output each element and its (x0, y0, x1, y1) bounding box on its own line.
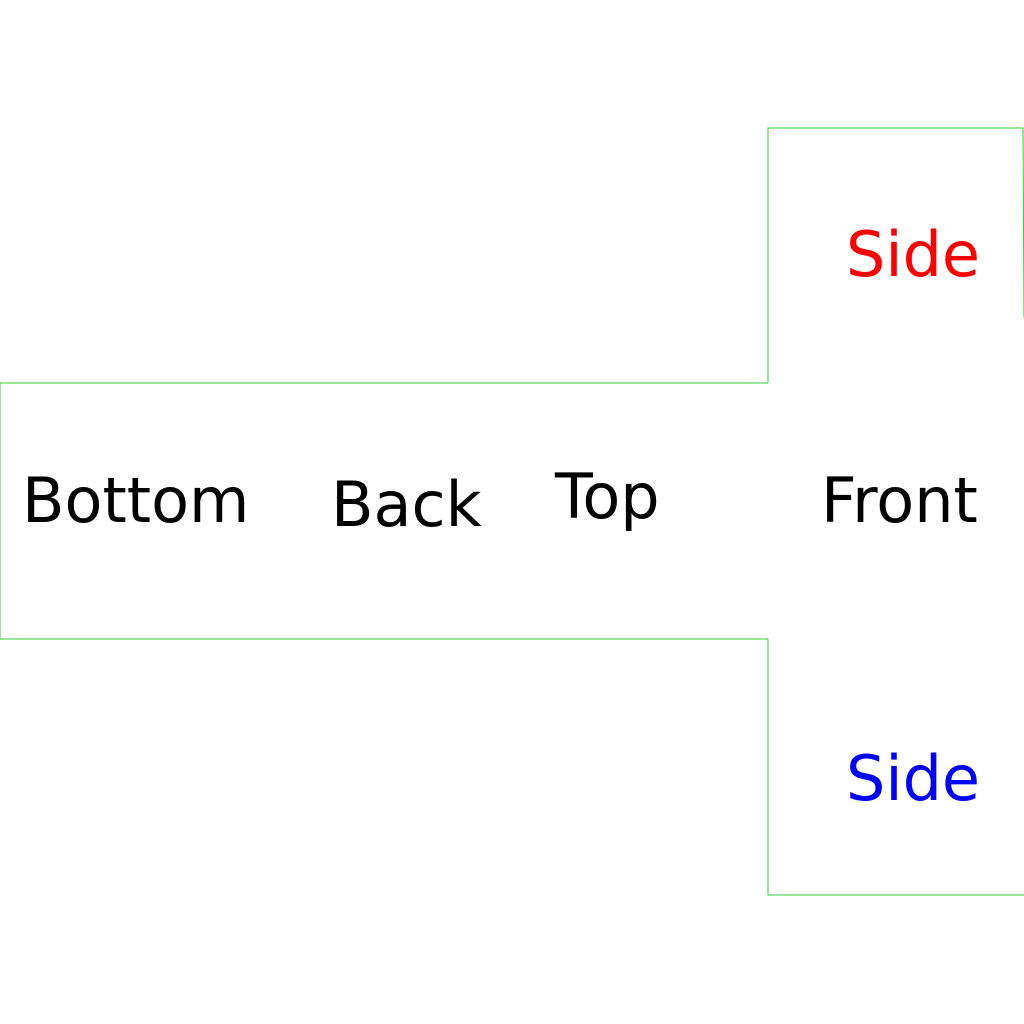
face-label-top: Top (555, 460, 660, 533)
face-label-back: Back (331, 468, 482, 541)
strip-top-edge (0, 382, 768, 640)
face-label-bottom: Bottom (22, 464, 250, 537)
face-label-front: Front (821, 464, 978, 537)
lower-flap-outline (767, 639, 1024, 896)
face-label-side-upper: Side (846, 218, 981, 291)
face-label-side-lower: Side (846, 742, 981, 815)
